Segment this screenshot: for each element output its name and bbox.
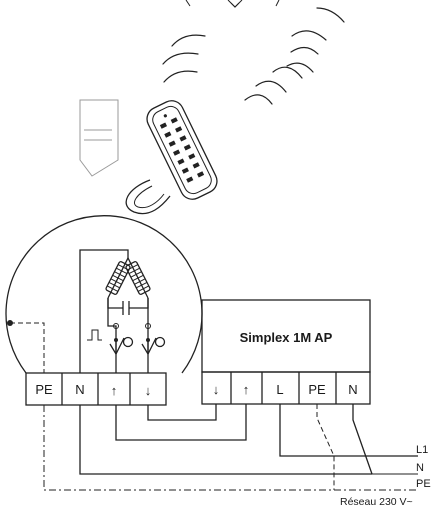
- supply-line-l1: L1: [416, 444, 428, 456]
- motor-terminal-down: ↓: [145, 383, 152, 398]
- controller-terminal-up: ↑: [243, 382, 250, 397]
- radio-waves-icon: [162, 7, 345, 105]
- motor-windings: [105, 256, 151, 315]
- controller-name: Simplex 1M AP: [240, 330, 333, 345]
- wiring: [43, 404, 418, 491]
- controller-terminal-pe: PE: [308, 382, 326, 397]
- motor-terminal-up: ↑: [111, 383, 118, 398]
- antenna-icon: [185, 0, 280, 8]
- controller-terminal-l: L: [276, 382, 283, 397]
- motor-terminal-n: N: [75, 382, 84, 397]
- motor-housing: [5, 215, 203, 374]
- controller-terminal-down: ↓: [213, 382, 220, 397]
- network-label: Réseau 230 V~: [340, 496, 413, 508]
- supply-line-pe: PE: [416, 478, 431, 490]
- controller: Simplex 1M AP ↓ ↑ L PE N: [201, 299, 371, 405]
- controller-terminal-n: N: [348, 382, 357, 397]
- limit-switches: [87, 323, 166, 356]
- motor: [5, 215, 203, 374]
- remote-control-icon: [79, 99, 218, 215]
- controller-terminal-block: ↓ ↑ L PE N: [201, 371, 371, 405]
- motor-terminal-block: PE N ↑ ↓: [25, 372, 167, 406]
- supply-line-n: N: [416, 462, 424, 474]
- motor-terminal-pe: PE: [35, 382, 53, 397]
- supply-labels: L1 N PE Réseau 230 V~: [340, 444, 431, 508]
